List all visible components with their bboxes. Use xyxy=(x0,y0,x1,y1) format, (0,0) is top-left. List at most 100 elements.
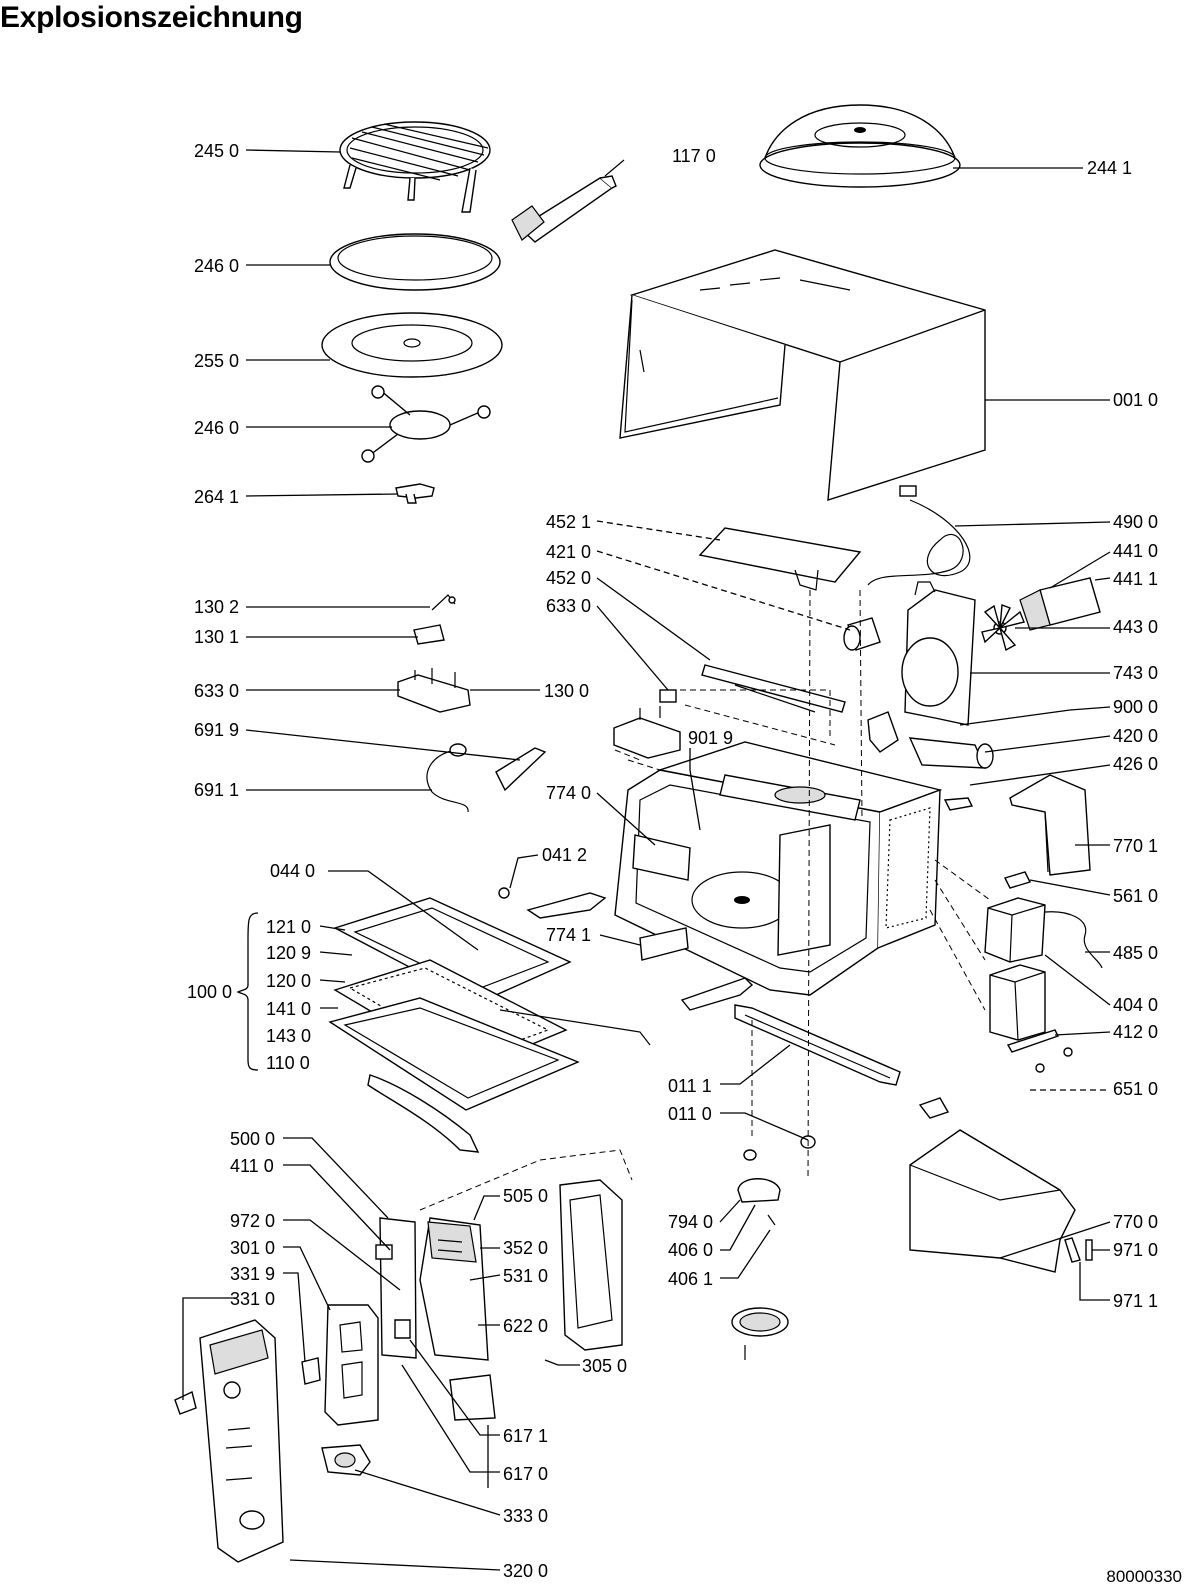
label-001-0: 001 0 xyxy=(1113,390,1158,410)
label-452-0: 452 0 xyxy=(546,568,591,588)
bottom-rail-icon xyxy=(734,1004,901,1086)
knob-icon xyxy=(321,1444,371,1476)
label-121-0: 121 0 xyxy=(266,917,311,937)
label-130-0: 130 0 xyxy=(544,681,589,701)
label-774-1: 774 1 xyxy=(546,925,591,945)
transformer-icon xyxy=(984,897,1103,969)
label-420-0: 420 0 xyxy=(1113,726,1158,746)
label-774-0: 774 0 xyxy=(546,783,591,803)
capacitor-icon xyxy=(867,711,994,769)
label-141-0: 141 0 xyxy=(266,999,311,1019)
label-044-0: 044 0 xyxy=(270,861,315,881)
label-743-0: 743 0 xyxy=(1113,663,1158,683)
label-406-1: 406 1 xyxy=(668,1269,713,1289)
bracket-icon xyxy=(1004,871,1031,889)
crisp-plate-icon xyxy=(329,233,501,291)
label-411-0: 411 0 xyxy=(230,1156,274,1176)
dome-cover-icon xyxy=(759,104,961,188)
air-duct-icon xyxy=(1009,774,1091,876)
label-770-1: 770 1 xyxy=(1113,836,1158,856)
label-500-0: 500 0 xyxy=(230,1129,275,1149)
label-011-0: 011 0 xyxy=(668,1104,712,1124)
label-333-0: 333 0 xyxy=(503,1506,548,1526)
label-900-0: 900 0 xyxy=(1113,697,1158,717)
label-264-1: 264 1 xyxy=(194,487,239,507)
label-352-0: 352 0 xyxy=(503,1238,548,1258)
label-412-0: 412 0 xyxy=(1113,1022,1158,1042)
label-971-1: 971 1 xyxy=(1113,1291,1158,1311)
lower-duct-icon xyxy=(909,1097,1093,1273)
label-971-0: 971 0 xyxy=(1113,1240,1158,1260)
label-633-0-b: 633 0 xyxy=(194,681,239,701)
label-651-0: 651 0 xyxy=(1113,1079,1158,1099)
fan-housing-icon xyxy=(901,581,976,726)
label-561-0: 561 0 xyxy=(1113,886,1158,906)
label-120-9: 120 9 xyxy=(266,943,311,963)
label-406-0: 406 0 xyxy=(668,1240,713,1260)
oven-cavity-icon xyxy=(614,741,943,996)
wave-guide-cover-icon xyxy=(698,527,862,591)
label-246-0-b: 246 0 xyxy=(194,418,239,438)
microswitch-icon xyxy=(397,594,681,792)
magnetron-icon xyxy=(989,964,1073,1073)
label-011-1: 011 1 xyxy=(668,1076,712,1096)
label-331-0: 331 0 xyxy=(230,1289,275,1309)
roller-ring-icon xyxy=(361,385,491,463)
handle-icon xyxy=(511,159,625,243)
label-617-0: 617 0 xyxy=(503,1464,548,1484)
part-labels: 245 0 117 0 244 1 246 0 255 0 246 0 001 … xyxy=(187,141,1158,1581)
label-490-0: 490 0 xyxy=(1113,512,1158,532)
label-531-0: 531 0 xyxy=(503,1266,548,1286)
label-622-0: 622 0 xyxy=(503,1316,548,1336)
label-770-0: 770 0 xyxy=(1113,1212,1158,1232)
grill-rack-icon xyxy=(339,121,491,213)
label-130-2: 130 2 xyxy=(194,597,239,617)
outer-casing-icon xyxy=(619,249,986,501)
hinge-icon xyxy=(498,887,754,1011)
label-143-0: 143 0 xyxy=(266,1026,311,1046)
label-426-0: 426 0 xyxy=(1113,754,1158,774)
diode-icon xyxy=(943,797,974,811)
thermostat-icon xyxy=(659,689,677,703)
label-117-0: 117 0 xyxy=(672,146,716,166)
label-901-9: 901 9 xyxy=(688,728,733,748)
label-691-9: 691 9 xyxy=(194,720,239,740)
label-794-0: 794 0 xyxy=(668,1212,713,1232)
label-421-0: 421 0 xyxy=(546,542,591,562)
glass-turntable-icon xyxy=(321,312,503,378)
power-cord-icon xyxy=(867,485,971,586)
label-245-0: 245 0 xyxy=(194,141,239,161)
label-110-0: 110 0 xyxy=(266,1053,310,1073)
coupler-icon xyxy=(395,483,435,504)
label-255-0: 255 0 xyxy=(194,351,239,371)
button-bracket-icon xyxy=(301,1304,379,1426)
label-100-0: 100 0 xyxy=(187,982,232,1002)
label-331-9: 331 9 xyxy=(230,1264,275,1284)
label-441-1: 441 1 xyxy=(1113,569,1158,589)
document-number: 80000330 xyxy=(1106,1567,1182,1586)
fan-icon xyxy=(981,577,1101,652)
page-title: Explosionszeichnung xyxy=(0,1,303,34)
label-246-0-a: 246 0 xyxy=(194,256,239,276)
label-452-1: 452 1 xyxy=(546,512,591,532)
label-505-0: 505 0 xyxy=(503,1186,548,1206)
control-panel-icon xyxy=(174,1319,284,1563)
label-443-0: 443 0 xyxy=(1113,617,1158,637)
turntable-motor-icon xyxy=(731,1135,816,1360)
label-485-0: 485 0 xyxy=(1113,943,1158,963)
door-assembly-icon xyxy=(328,897,651,1153)
label-633-0-a: 633 0 xyxy=(546,596,591,616)
pcb-icon xyxy=(375,1217,417,1359)
label-972-0: 972 0 xyxy=(230,1211,275,1231)
leader-lines xyxy=(182,149,1111,1571)
label-301-0: 301 0 xyxy=(230,1238,275,1258)
label-441-0: 441 0 xyxy=(1113,541,1158,561)
label-617-1: 617 1 xyxy=(503,1426,548,1446)
panel-holder-icon xyxy=(419,1149,633,1351)
label-691-1: 691 1 xyxy=(194,780,239,800)
label-244-1: 244 1 xyxy=(1087,158,1132,178)
display-pcb-icon xyxy=(419,1217,496,1421)
label-130-1: 130 1 xyxy=(194,627,239,647)
label-120-0: 120 0 xyxy=(266,971,311,991)
